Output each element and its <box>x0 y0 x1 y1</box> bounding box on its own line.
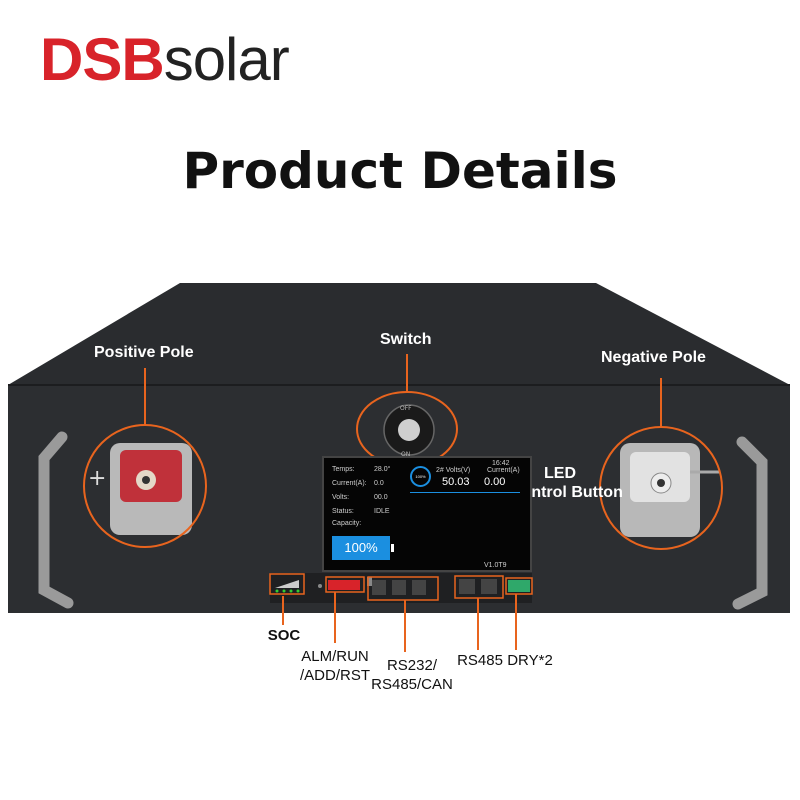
soc-label: SOC <box>267 627 301 644</box>
rs485-label: RS485 <box>457 652 503 669</box>
soc-box <box>269 573 305 595</box>
lcd-temps-value: 28.0° <box>374 466 391 473</box>
lcd-display: Temps: 28.0° Current(A): 0.0 Volts: 00.0… <box>322 456 532 572</box>
lcd-current-value: 0.0 <box>374 480 384 487</box>
alm-run-label: ALM/RUN /ADD/RST <box>290 647 380 685</box>
lcd-ring: 100% <box>410 466 431 487</box>
alm-box <box>325 576 365 593</box>
brand-dsb: DSB <box>40 26 165 93</box>
dry-label: DRY*2 <box>507 652 553 669</box>
lcd-battery-tip <box>391 544 394 552</box>
dry-box <box>505 577 533 595</box>
lcd-capacity-label: Capacity: <box>332 520 362 527</box>
lcd-status-label: Status: <box>332 508 354 515</box>
positive-terminal: + <box>88 443 192 535</box>
svg-text:OFF: OFF <box>400 405 412 412</box>
lcd-volts-label: Volts: <box>332 494 350 501</box>
right-handle <box>732 436 768 610</box>
negative-pole-label: Negative Pole <box>601 349 706 366</box>
svg-text:ON: ON <box>401 451 410 458</box>
led-label-line1: LED <box>544 465 576 482</box>
alm-run-line1: ALM/RUN <box>301 648 369 665</box>
lcd-divider <box>410 492 520 493</box>
led-callout-label: LED Control Button <box>510 464 623 502</box>
lcd-volts-reading: 50.03 <box>442 476 470 488</box>
led-label-line2: Control Button <box>510 484 623 501</box>
lcd-current-label: Current(A): <box>332 480 367 487</box>
lcd-version: V1.0T9 <box>484 562 507 569</box>
page-title: Product Details <box>182 142 618 200</box>
lcd-current-reading: 0.00 <box>484 476 506 488</box>
rs232-label: RS232/ RS485/CAN <box>362 656 462 694</box>
lcd-volts-header: 2# Volts(V) <box>436 467 471 474</box>
lcd-battery-percent: 100% <box>332 536 390 560</box>
switch-label: Switch <box>380 331 432 348</box>
rs232-box <box>367 576 439 601</box>
left-handle <box>38 431 74 609</box>
negative-terminal <box>620 443 720 537</box>
rs232-line2: RS485/CAN <box>371 676 453 693</box>
lcd-current-header: Current(A) <box>487 467 520 474</box>
svg-text:+: + <box>88 466 106 491</box>
lcd-time: 16:42 <box>492 460 510 467</box>
battery-top-face <box>8 283 790 385</box>
positive-pole-label: Positive Pole <box>94 344 194 361</box>
lcd-volts-value: 00.0 <box>374 494 388 501</box>
lcd-temps-label: Temps: <box>332 466 355 473</box>
brand-logo: DSBsolar <box>40 26 290 93</box>
brand-solar: solar <box>163 26 290 93</box>
alm-run-line2: /ADD/RST <box>299 667 370 684</box>
rs232-line1: RS232/ <box>386 657 438 674</box>
lcd-status-value: IDLE <box>374 508 390 515</box>
